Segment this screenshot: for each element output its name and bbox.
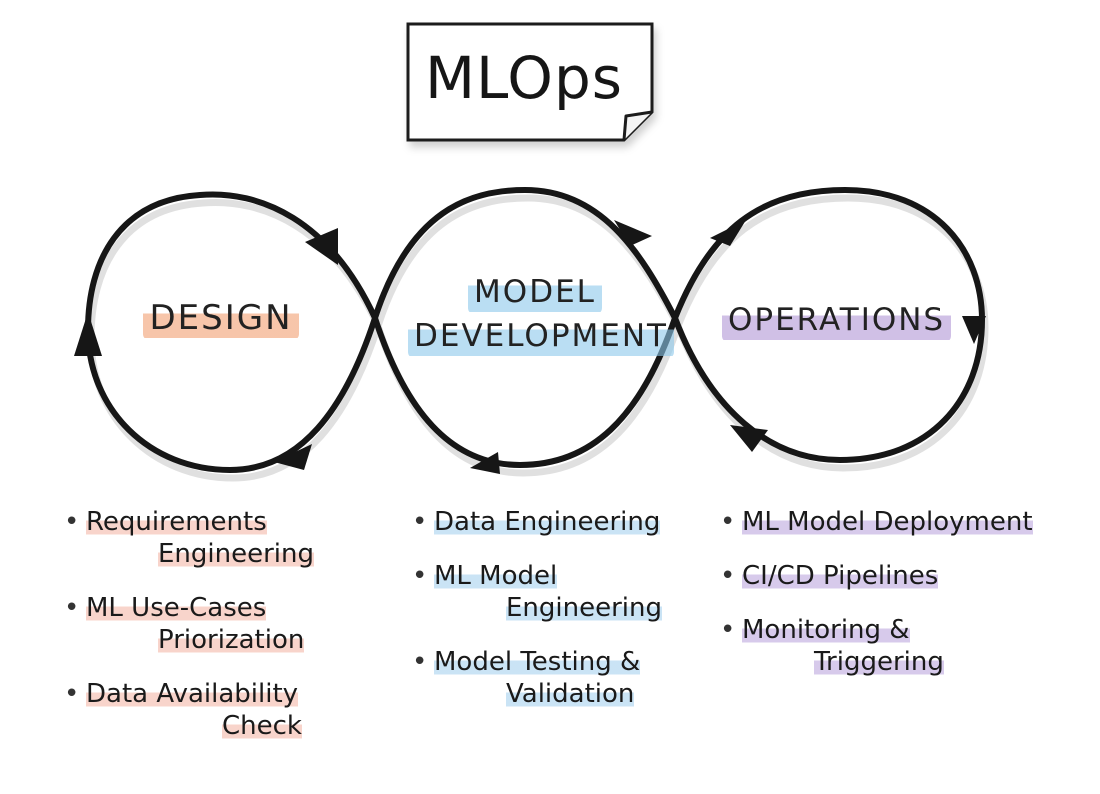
list-item: ML Model Deployment bbox=[720, 506, 1050, 538]
list-item: ML Use-Cases Priorization bbox=[64, 592, 364, 656]
phase-label-model-development: MODEL DEVELOPMENT bbox=[408, 270, 674, 358]
title-card-shape bbox=[406, 22, 654, 142]
title-card: MLOps bbox=[406, 22, 650, 138]
phase-dev-text-line1: MODEL bbox=[468, 270, 602, 314]
design-task-list: Requirements Engineering ML Use-Cases Pr… bbox=[64, 506, 364, 764]
phase-label-design: DESIGN bbox=[126, 296, 316, 340]
model-development-task-list: Data Engineering ML Model Engineering Mo… bbox=[412, 506, 712, 732]
arrow-icon-design-top bbox=[305, 228, 338, 265]
arrow-icon-dev-bottom bbox=[470, 452, 500, 474]
phase-label-operations: OPERATIONS bbox=[722, 298, 952, 342]
list-item: ML Model Engineering bbox=[412, 560, 712, 624]
arrow-icon-ops-top bbox=[710, 220, 746, 246]
phase-ops-text: OPERATIONS bbox=[722, 298, 952, 342]
arrow-icon-design-left bbox=[74, 312, 102, 356]
diagram-title: MLOps bbox=[425, 44, 623, 112]
list-item: CI/CD Pipelines bbox=[720, 560, 1050, 592]
operations-task-list: ML Model Deployment CI/CD Pipelines Moni… bbox=[720, 506, 1050, 700]
list-item: Data Availability Check bbox=[64, 678, 364, 742]
arrow-icon-design-bottom bbox=[274, 444, 312, 470]
list-item: Model Testing & Validation bbox=[412, 646, 712, 710]
list-item: Monitoring & Triggering bbox=[720, 614, 1050, 678]
list-item: Data Engineering bbox=[412, 506, 712, 538]
arrow-icon-ops-right bbox=[962, 316, 986, 344]
arrow-icon-dev-top bbox=[614, 220, 652, 246]
phase-design-text: DESIGN bbox=[143, 296, 299, 340]
arrow-icon-ops-bottom bbox=[730, 425, 768, 452]
list-item: Requirements Engineering bbox=[64, 506, 364, 570]
phase-dev-text-line2: DEVELOPMENT bbox=[408, 314, 674, 358]
